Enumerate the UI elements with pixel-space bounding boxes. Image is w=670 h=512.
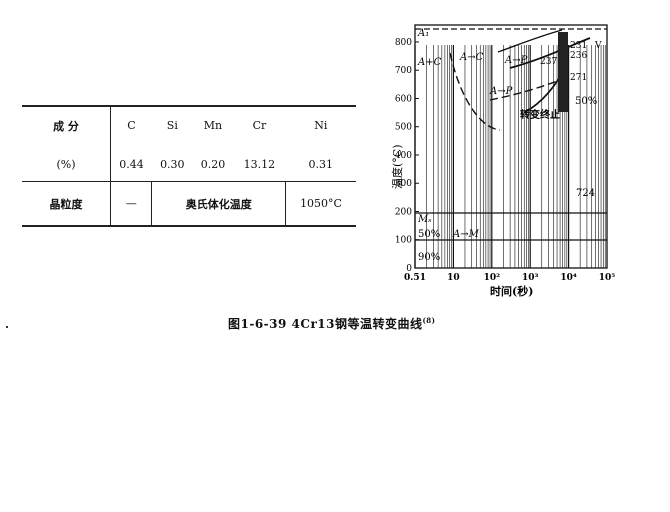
a-plus-c-label: A+C bbox=[417, 57, 442, 68]
a1-label: A₁ bbox=[417, 28, 429, 39]
fifty-left-label: 50% bbox=[418, 229, 440, 240]
a-to-p-start-curve bbox=[509, 37, 591, 69]
y-tick-label: 200 bbox=[395, 207, 412, 217]
y-tick-label: 0 bbox=[406, 264, 412, 274]
value-cr: 13.12 bbox=[243, 157, 276, 171]
hardness-value-v: V bbox=[594, 41, 602, 51]
x-tick-label: 10³ bbox=[522, 273, 539, 283]
ms-label: Mₛ bbox=[417, 214, 432, 225]
element-cr: Cr bbox=[252, 119, 267, 133]
ninety-label: 90% bbox=[418, 252, 440, 263]
fifty-right-label: 50% bbox=[575, 96, 597, 107]
grain-size-label: 晶粒度 bbox=[22, 181, 111, 225]
a-to-p-upper-label: A→P bbox=[504, 55, 528, 66]
x-tick-label: 10⁵ bbox=[599, 273, 616, 283]
y-tick-label: 400 bbox=[395, 151, 412, 161]
table-bottom-rule bbox=[22, 225, 356, 227]
figure-caption: 图1-6-39 4Cr13钢等温转变曲线(8) bbox=[228, 315, 435, 332]
ttt-diagram: 温度(°C) 0 100 200 300 400 500 600 700 800 0.51 10 1… bbox=[390, 24, 615, 298]
table-top-rule bbox=[22, 105, 356, 107]
caption-ref: (8) bbox=[422, 316, 436, 325]
element-mn: Mn bbox=[203, 119, 223, 133]
austenitizing-temp-label: 奥氏体化温度 bbox=[151, 181, 286, 225]
y-tick-label: 800 bbox=[395, 38, 412, 48]
value-c: 0.44 bbox=[109, 146, 152, 182]
a-to-c-curve bbox=[497, 29, 563, 53]
value-si: 0.30 bbox=[160, 157, 185, 171]
hardness-value-237: 237 bbox=[540, 57, 557, 67]
element-si: Si bbox=[166, 119, 178, 133]
y-tick-label: 500 bbox=[395, 123, 412, 133]
austenitizing-temp-value: 1050°C bbox=[285, 181, 356, 225]
value-ni: 0.31 bbox=[308, 157, 334, 171]
element-c: C bbox=[109, 105, 152, 147]
y-tick-label: 100 bbox=[395, 236, 412, 246]
vertical-grid-bars bbox=[414, 45, 606, 268]
percent-label: (%) bbox=[56, 157, 76, 171]
a-to-p-lower-label: A→P bbox=[489, 86, 513, 97]
a-to-m-label: A→M bbox=[452, 229, 480, 240]
composition-label: 成 分 bbox=[53, 119, 79, 133]
grain-size-value: — bbox=[109, 181, 152, 225]
x-ticks: 0.51 10 10² 10³ 10⁴ 10⁵ bbox=[404, 273, 615, 283]
hardness-band bbox=[558, 32, 568, 112]
a-plus-c-curve bbox=[449, 52, 501, 131]
hardness-value-724: 724 bbox=[576, 188, 595, 199]
stray-dot bbox=[6, 326, 8, 328]
x-tick-label: 10 bbox=[447, 273, 460, 283]
hardness-value-236: 236 bbox=[570, 51, 587, 61]
y-tick-label: 700 bbox=[395, 66, 412, 76]
caption-text: 图1-6-39 4Cr13钢等温转变曲线 bbox=[228, 317, 423, 331]
value-mn: 0.20 bbox=[200, 157, 226, 171]
y-axis-label: 温度(°C) bbox=[390, 145, 404, 190]
a-to-c-label: A→C bbox=[459, 52, 484, 63]
hardness-value-231: 231 bbox=[570, 41, 587, 51]
a-to-p-dashed-curve bbox=[489, 77, 566, 101]
y-tick-label: 300 bbox=[395, 179, 412, 189]
transformation-end-label: 转变终止 bbox=[520, 108, 560, 121]
x-tick-label: 0.51 bbox=[404, 273, 426, 283]
composition-table: 成 分 C Si Mn Cr Ni (%) 0.44 0.30 0.20 13.… bbox=[22, 105, 356, 225]
x-axis-label: 时间(秒) bbox=[490, 284, 533, 298]
hardness-value-271: 271 bbox=[570, 73, 587, 83]
element-ni: Ni bbox=[314, 119, 328, 133]
y-tick-label: 600 bbox=[395, 94, 412, 104]
x-tick-label: 10² bbox=[484, 273, 501, 283]
x-tick-label: 10⁴ bbox=[560, 273, 577, 283]
